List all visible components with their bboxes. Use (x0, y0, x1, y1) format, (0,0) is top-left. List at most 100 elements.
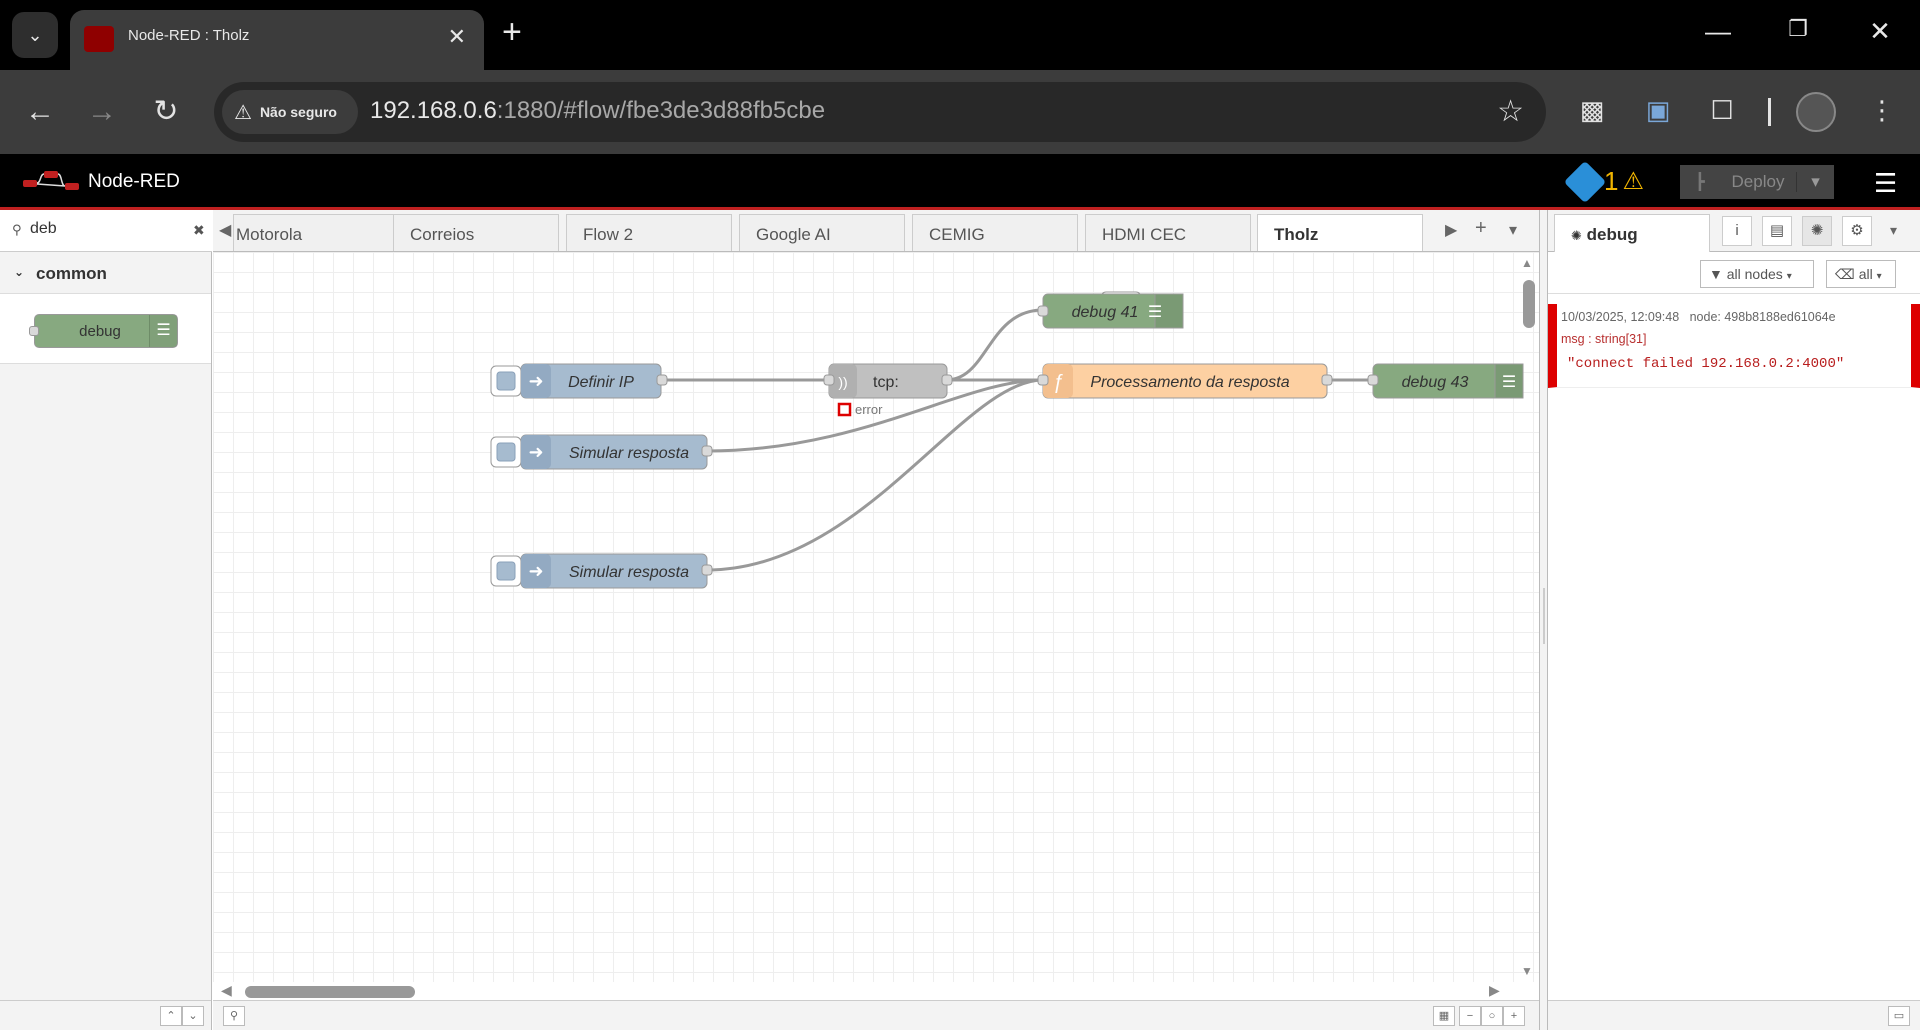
tcp-wave-icon: )) (838, 374, 847, 390)
input-port[interactable] (823, 374, 835, 386)
node-definir-ip[interactable]: ➜ Definir IP (490, 363, 668, 399)
update-notification[interactable]: 1 ⚠ (1563, 160, 1644, 203)
forward-arrow-icon[interactable]: → (87, 95, 117, 128)
node-simular-resposta-1[interactable]: ➜ Simular resposta (490, 434, 713, 470)
expand-all-icon[interactable]: ⌄ (182, 1006, 204, 1026)
close-tab-icon[interactable]: ✕ (447, 24, 466, 49)
splitter-grip[interactable] (1543, 588, 1545, 644)
browser-tab-active[interactable]: Node-RED : Tholz ✕ (70, 10, 484, 70)
output-port[interactable] (1321, 374, 1333, 386)
security-chip[interactable]: ⚠ Não seguro (222, 90, 358, 134)
scroll-thumb[interactable] (245, 986, 415, 998)
scroll-tabs-left-icon[interactable]: ◀ (219, 222, 232, 239)
node-label: debug 41 (1072, 304, 1139, 321)
new-tab-button[interactable]: + (502, 13, 522, 51)
zoom-out-icon[interactable]: − (1459, 1006, 1481, 1026)
scroll-thumb[interactable] (1523, 280, 1535, 328)
sidebar-menu-caret-icon[interactable]: ▾ (1890, 222, 1898, 238)
output-port[interactable] (701, 445, 713, 457)
output-port[interactable] (701, 564, 713, 576)
search-flows-icon[interactable]: ⚲ (223, 1006, 245, 1026)
deploy-options-caret-icon[interactable]: ▾ (1796, 172, 1834, 192)
clear-messages-dropdown[interactable]: ⌫ all ▾ (1826, 260, 1896, 288)
flow-list-caret-icon[interactable]: ▾ (1509, 222, 1518, 239)
output-port[interactable] (656, 374, 668, 386)
address-bar[interactable]: ⚠ Não seguro 192.168.0.6:1880/#flow/fbe3… (214, 82, 1546, 142)
node-debug-43[interactable]: ☰ debug 43 (1367, 363, 1524, 399)
profile-avatar[interactable] (1796, 92, 1836, 132)
node-processamento-da-resposta[interactable]: ƒ Processamento da resposta (1037, 363, 1333, 399)
debug-message-value[interactable]: "connect failed 192.168.0.2:4000" (1567, 356, 1845, 372)
tab-debug[interactable]: ✺ debug (1554, 214, 1710, 253)
scroll-down-icon[interactable]: ▼ (1521, 964, 1533, 978)
scroll-right-icon[interactable]: ▶ (1489, 982, 1500, 998)
scroll-up-icon[interactable]: ▲ (1521, 256, 1533, 270)
tab-search-button[interactable]: ⌄ (12, 12, 58, 58)
restore-window-icon[interactable]: ❐ (1788, 16, 1808, 41)
tab-flow-2[interactable]: Flow 2 (566, 214, 732, 251)
inject-button[interactable] (496, 371, 516, 391)
bug-icon: ✺ (1571, 228, 1582, 243)
tab-correios[interactable]: Correios (393, 214, 559, 251)
bookmark-star-icon[interactable]: ☆ (1497, 95, 1524, 128)
deploy-button[interactable]: ┣ Deploy ▾ (1680, 165, 1834, 199)
scroll-left-icon[interactable]: ◀ (221, 982, 232, 998)
collapse-all-icon[interactable]: ⌃ (160, 1006, 182, 1026)
caret-down-icon: ▾ (1876, 271, 1882, 282)
palette-footer: ⌃ ⌄ (0, 1000, 211, 1030)
reload-icon[interactable]: ↻ (153, 95, 179, 128)
open-in-window-icon[interactable]: ▭ (1888, 1006, 1910, 1026)
tab-tholz[interactable]: Tholz (1257, 214, 1423, 251)
url-text[interactable]: 192.168.0.6:1880/#flow/fbe3de3d88fb5cbe (370, 97, 825, 125)
vertical-scrollbar[interactable]: ▲ ▼ (1517, 252, 1539, 982)
warning-triangle-icon: ⚠ (234, 101, 252, 124)
filter-nodes-dropdown[interactable]: ▼ all nodes ▾ (1700, 260, 1814, 288)
help-book-icon[interactable]: ▤ (1762, 216, 1792, 246)
security-label: Não seguro (259, 104, 337, 120)
inject-button[interactable] (496, 442, 516, 462)
input-port[interactable] (1037, 374, 1049, 386)
scroll-tabs-right-icon[interactable]: ▶ (1445, 222, 1458, 239)
close-window-icon[interactable]: ✕ (1869, 16, 1891, 46)
debug-list-icon: ☰ (1502, 374, 1516, 391)
output-port[interactable] (941, 374, 953, 386)
zoom-reset-icon[interactable]: ○ (1481, 1006, 1503, 1026)
cast-icon[interactable]: ▩ (1579, 95, 1605, 125)
sidebar-splitter[interactable] (1539, 210, 1548, 1030)
debug-bug-icon[interactable]: ✺ (1802, 216, 1832, 246)
palette-search-input[interactable] (30, 220, 180, 238)
input-port[interactable] (1037, 305, 1049, 317)
tab-hdmi-cec[interactable]: HDMI CEC (1085, 214, 1251, 251)
node-label: Simular resposta (569, 445, 689, 462)
sidebar-tab-label: debug (1586, 225, 1638, 244)
debug-source-node[interactable]: node: 498b8188ed61064e (1689, 310, 1836, 324)
add-flow-icon[interactable]: + (1475, 217, 1487, 239)
node-tcp-request[interactable]: )) tcp: error (823, 363, 953, 417)
debug-message[interactable]: 10/03/2025, 12:09:48 node: 498b8188ed610… (1548, 304, 1920, 388)
minimize-window-icon[interactable]: — (1705, 16, 1731, 46)
browser-menu-icon[interactable]: ⋮ (1869, 95, 1895, 125)
inject-button[interactable] (496, 561, 516, 581)
extensions-puzzle-icon[interactable]: ☐ (1710, 95, 1734, 125)
tab-motorola[interactable]: Motorola (233, 214, 399, 251)
deploy-label: Deploy (1731, 172, 1785, 191)
palette-node-debug[interactable]: debug ☰ (29, 314, 178, 348)
navigator-map-icon[interactable]: ▦ (1433, 1006, 1455, 1026)
tab-cemig[interactable]: CEMIG (912, 214, 1078, 251)
horizontal-scrollbar[interactable]: ◀ ▶ (213, 982, 1539, 1000)
palette-category-common[interactable]: ⌄ common (0, 252, 211, 294)
info-icon[interactable]: i (1722, 216, 1752, 246)
back-arrow-icon[interactable]: ← (25, 95, 55, 128)
input-port[interactable] (1367, 374, 1379, 386)
filter-icon: ▼ (1709, 266, 1723, 282)
config-gear-icon[interactable]: ⚙ (1842, 216, 1872, 246)
workspace-footer: ⚲ ▦ − ○ + (213, 1000, 1539, 1030)
main-menu-icon[interactable]: ☰ (1874, 168, 1898, 198)
node-debug-41[interactable]: ☰ debug 41 (1037, 291, 1184, 329)
tab-google-ai[interactable]: Google AI (739, 214, 905, 251)
extension-app-icon[interactable]: ▣ (1645, 95, 1671, 125)
zoom-in-icon[interactable]: + (1503, 1006, 1525, 1026)
node-simular-resposta-2[interactable]: ➜ Simular resposta (490, 553, 713, 589)
clear-search-icon[interactable]: ✖ (193, 222, 205, 238)
flow-canvas[interactable]: ☰ debug 41 ➜ Definir IP )) tcp: (213, 252, 1539, 982)
